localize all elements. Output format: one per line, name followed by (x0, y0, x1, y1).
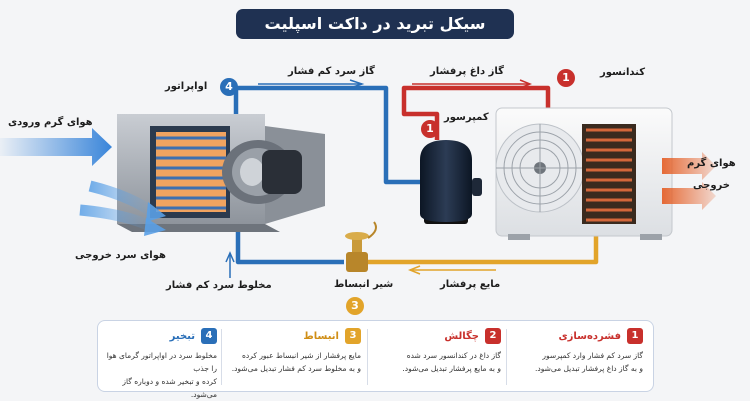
step-number: 3 (345, 328, 361, 344)
expansion-valve (345, 221, 377, 272)
step-desc-line: و به گاز داغ پرفشار تبدیل می‌شود. (534, 364, 643, 373)
step-description: مایع پرفشار از شیر انبساط عبور کرده و به… (229, 349, 361, 375)
cold-gas-label: گاز سرد کم فشار (288, 66, 375, 77)
step-desc-line: و به مایع پرفشار تبدیل می‌شود. (402, 364, 501, 373)
steps-panel: 1 فشرده‌سازی گاز سرد کم فشار وارد کمپرسو… (97, 320, 654, 399)
badge-evaporator: 4 (220, 78, 238, 96)
divider (221, 329, 222, 385)
divider (506, 329, 507, 385)
step-description: گاز داغ در کندانسور سرد شده و به مایع پر… (373, 349, 501, 375)
step-number: 2 (485, 328, 501, 344)
step-evaporation: 4 تبخیر مخلوط سرد در اواپراتور گرمای هوا… (101, 327, 217, 399)
hot-gas-label: گاز داغ پرفشار (430, 66, 504, 77)
expansion-valve-label: شیر انبساط (334, 279, 394, 290)
step-desc-line: گاز سرد کم فشار وارد کمپرسور (542, 351, 643, 360)
step-desc-line: گاز داغ در کندانسور سرد شده (406, 351, 501, 360)
condenser-label: کندانسور (600, 67, 646, 78)
blower-fan (222, 140, 302, 204)
discharge-pipe (401, 85, 551, 140)
flow-arrow-discharge (519, 79, 533, 89)
flow-arrow-mix (225, 251, 235, 263)
condenser-coil (582, 124, 636, 224)
hot-air-in-label: هوای گرم ورودی (8, 117, 93, 128)
step-condensation: 2 چگالش گاز داغ در کندانسور سرد شده و به… (373, 327, 501, 387)
hot-air-in-arrow (0, 128, 112, 166)
page-title: سیکل تبرید در داکت اسپلیت (236, 9, 514, 39)
refrigeration-cycle-diagram (0, 79, 716, 278)
badge-compressor: 1 (421, 120, 439, 138)
step-title: فشرده‌سازی (558, 330, 622, 342)
step-desc-line: کرده و تبخیر شده و دوباره گاز می‌شود. (122, 377, 217, 399)
indoor-unit (117, 114, 325, 232)
cold-air-out-label: هوای سرد خروجی (75, 250, 166, 261)
step-title: تبخیر (169, 330, 195, 342)
step-desc-line: و به مخلوط سرد کم فشار تبدیل می‌شود. (231, 364, 361, 373)
hot-air-out-arrow (662, 152, 716, 180)
step-expansion: 3 انبساط مایع پرفشار از شیر انبساط عبور … (229, 327, 361, 387)
step-desc-line: مایع پرفشار از شیر انبساط عبور کرده (241, 351, 361, 360)
step-number: 1 (627, 328, 643, 344)
badge-condenser: 1 (557, 69, 575, 87)
step-title: انبساط (303, 330, 339, 342)
liquid-label: مایع پرفشار (440, 279, 501, 290)
step-compression: 1 فشرده‌سازی گاز سرد کم فشار وارد کمپرسو… (515, 327, 643, 387)
outdoor-unit (495, 107, 673, 240)
hot-air-out-label-2: خروجی (693, 180, 730, 191)
step-description: گاز سرد کم فشار وارد کمپرسور و به گاز دا… (515, 349, 643, 375)
mix-label: مخلوط سرد کم فشار (166, 280, 272, 291)
evaporator-coil (156, 132, 226, 212)
step-description: مخلوط سرد در اواپراتور گرمای هوا را جذب … (101, 349, 217, 401)
suction-pipe (233, 85, 420, 185)
compressor-unit (420, 140, 482, 224)
step-number: 4 (201, 328, 217, 344)
divider (367, 329, 368, 385)
compressor-label: کمپرسور (444, 112, 489, 123)
step-desc-line: مخلوط سرد در اواپراتور گرمای هوا را جذب (106, 351, 217, 373)
step-title: چگالش (444, 330, 479, 342)
liquid-pipe (368, 228, 599, 265)
hot-air-out-label-1: هوای گرم (687, 158, 736, 169)
badge-expansion-valve: 3 (346, 297, 364, 315)
flow-arrow-liquid (407, 265, 421, 275)
evaporator-label: اواپراتور (165, 81, 208, 92)
